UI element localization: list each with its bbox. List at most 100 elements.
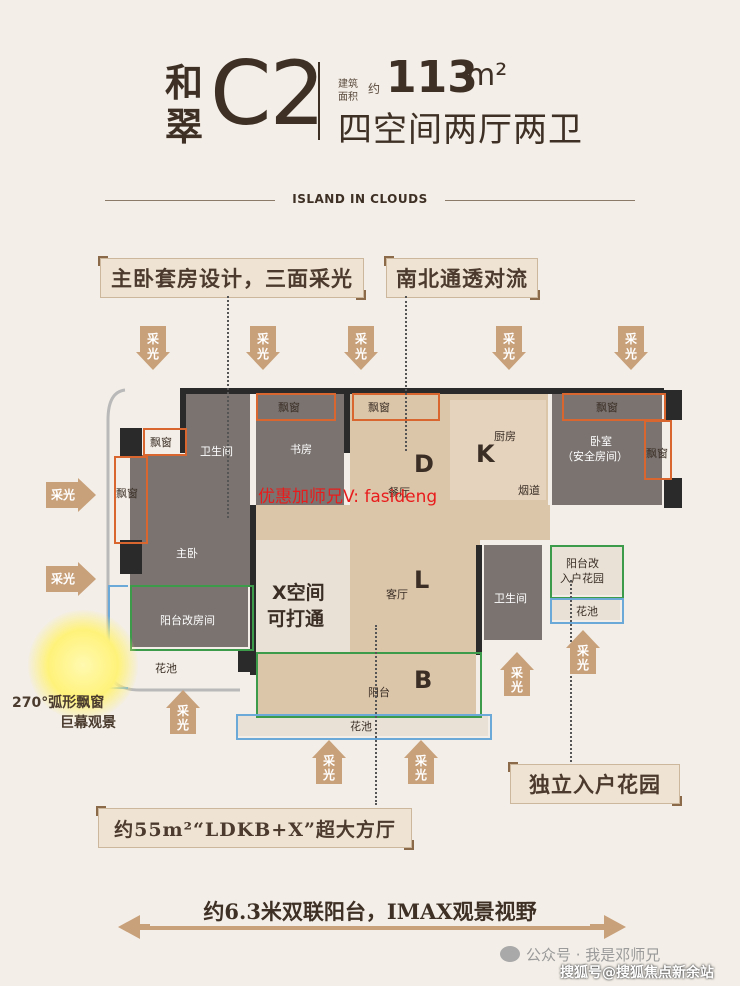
- master-floor: [130, 455, 250, 585]
- light-arrow-left-2: 采光: [46, 562, 96, 596]
- bay-window-bedroom-side: [644, 420, 672, 480]
- zone-letter-b: B: [414, 666, 433, 694]
- bay-window-study: [256, 393, 336, 421]
- light-arrow-bottom-3: 采 光: [404, 740, 438, 784]
- light-label-b1b: 光: [176, 718, 189, 732]
- planter-bottom-floor: [238, 714, 488, 736]
- light-label-3b: 光: [354, 347, 367, 361]
- area-label-bottom: 面积: [338, 92, 358, 103]
- zone-letter-k: K: [476, 440, 495, 468]
- light-arrow-top-5: 采 光: [614, 326, 648, 370]
- light-label-b3a: 采: [414, 754, 427, 768]
- area-approx: 约: [368, 82, 381, 96]
- wall-bedroom-right: [664, 390, 682, 420]
- bottom-double-arrow: [118, 915, 626, 939]
- light-arrow-top-1: 采 光: [136, 326, 170, 370]
- header-divider: [318, 62, 320, 140]
- balcony-room-floor: [130, 585, 248, 647]
- tag-balcony-view: 约6.3米双联阳台，IMAX观景视野: [150, 896, 590, 926]
- label-bay-window-dining: 飘窗: [368, 401, 390, 414]
- label-flue: 烟道: [518, 484, 540, 497]
- leader-ventilation: [405, 296, 407, 451]
- label-garden-2: 入户花园: [560, 572, 604, 585]
- study-floor: [256, 393, 344, 505]
- area-unit: m²: [466, 58, 508, 93]
- tag-living-hall: 约55m²“LDKB+X”超大方厅: [96, 806, 414, 850]
- bay-window-bedroom: [562, 393, 666, 421]
- area-value: 113: [386, 52, 478, 103]
- label-living: 客厅: [386, 588, 408, 601]
- label-garden-1: 阳台改: [566, 557, 599, 570]
- leader-living-hall: [375, 625, 377, 805]
- light-label-1a: 采: [146, 332, 159, 346]
- area-label-top: 建筑: [338, 79, 358, 90]
- bay-window-master-side: [114, 456, 148, 544]
- label-bay-window-master-side: 飘窗: [116, 487, 138, 500]
- balcony-floor: [256, 652, 476, 714]
- light-label-5a: 采: [624, 332, 637, 346]
- project-name-line2: 翠: [165, 104, 204, 149]
- arc-view-glow: [28, 610, 138, 720]
- bath2-floor: [484, 545, 542, 640]
- kitchen-floor: [450, 400, 546, 500]
- subtitle-line-right: [445, 200, 635, 201]
- zone-letter-d: D: [414, 450, 434, 478]
- contact-watermark: 优惠加师兄V: fasideng: [258, 487, 438, 507]
- balcony-outline: [256, 652, 482, 718]
- label-bay-window-master-top: 飘窗: [150, 436, 172, 449]
- light-label-b2a: 采: [322, 754, 335, 768]
- light-arrow-bottom-2: 采 光: [312, 740, 346, 784]
- light-label-3a: 采: [354, 332, 367, 346]
- balcony-room-outline: [130, 585, 254, 651]
- label-bay-window-study: 飘窗: [278, 401, 300, 414]
- tag-ventilation: 南北通透对流: [384, 256, 540, 300]
- light-label-1b: 光: [146, 347, 159, 361]
- label-bathroom-2: 卫生间: [494, 592, 527, 605]
- light-label-b1a: 采: [176, 704, 189, 718]
- label-kitchen: 厨房: [494, 430, 516, 443]
- subtitle: ISLAND IN CLOUDS: [292, 192, 428, 206]
- wechat-watermark: 公众号 · 我是邓师兄: [526, 946, 661, 964]
- label-bedroom-note: （安全房间）: [562, 450, 628, 463]
- small-planter-floor: [550, 598, 620, 620]
- wall-left-master: [120, 428, 142, 456]
- arc-view-line2: 巨幕观景: [60, 715, 116, 731]
- wall-bath1-left: [180, 393, 186, 453]
- light-label-5b: 光: [624, 347, 637, 361]
- project-name-line1: 和: [165, 60, 204, 105]
- light-label-4a: 采: [502, 332, 515, 346]
- label-planter-small: 花池: [576, 605, 598, 618]
- layout-desc: 四空间两厅两卫: [338, 110, 583, 150]
- wall-bedroom-right-2: [664, 478, 682, 508]
- label-bedroom: 卧室: [590, 435, 612, 448]
- wall-left-master-2: [120, 540, 142, 574]
- bedroom-floor: [552, 393, 662, 505]
- light-label-l2: 采光: [50, 572, 76, 586]
- light-label-b4b: 光: [510, 680, 523, 694]
- bay-window-master-top: [143, 428, 187, 456]
- wall-top: [180, 388, 664, 394]
- label-study: 书房: [290, 443, 312, 456]
- light-arrow-bottom-1: 采 光: [166, 690, 200, 734]
- tag-garden: 独立入户花园: [508, 762, 682, 806]
- light-label-b5b: 光: [576, 658, 589, 672]
- label-x-space-1: X空间: [272, 582, 325, 604]
- label-balcony: 阳台: [368, 686, 390, 699]
- light-arrow-bottom-5: 采 光: [566, 630, 600, 674]
- light-arrow-top-4: 采 光: [492, 326, 526, 370]
- unit-code: C2: [210, 42, 325, 145]
- light-label-l1: 采光: [50, 488, 76, 502]
- wall-bottom-col: [238, 650, 256, 672]
- light-label-2b: 光: [256, 347, 269, 361]
- corridor-floor: [250, 505, 550, 540]
- light-arrow-bottom-4: 采 光: [500, 652, 534, 696]
- light-arrow-left-1: 采光: [46, 478, 96, 512]
- light-arrow-top-2: 采 光: [246, 326, 280, 370]
- arc-view-line1: 270°弧形飘窗: [12, 695, 105, 711]
- label-balcony-room: 阳台改房间: [160, 614, 215, 627]
- label-bathroom-1: 卫生间: [200, 445, 233, 458]
- label-x-space-2: 可打通: [267, 608, 325, 630]
- bay-window-dining: [352, 393, 440, 421]
- light-label-4b: 光: [502, 347, 515, 361]
